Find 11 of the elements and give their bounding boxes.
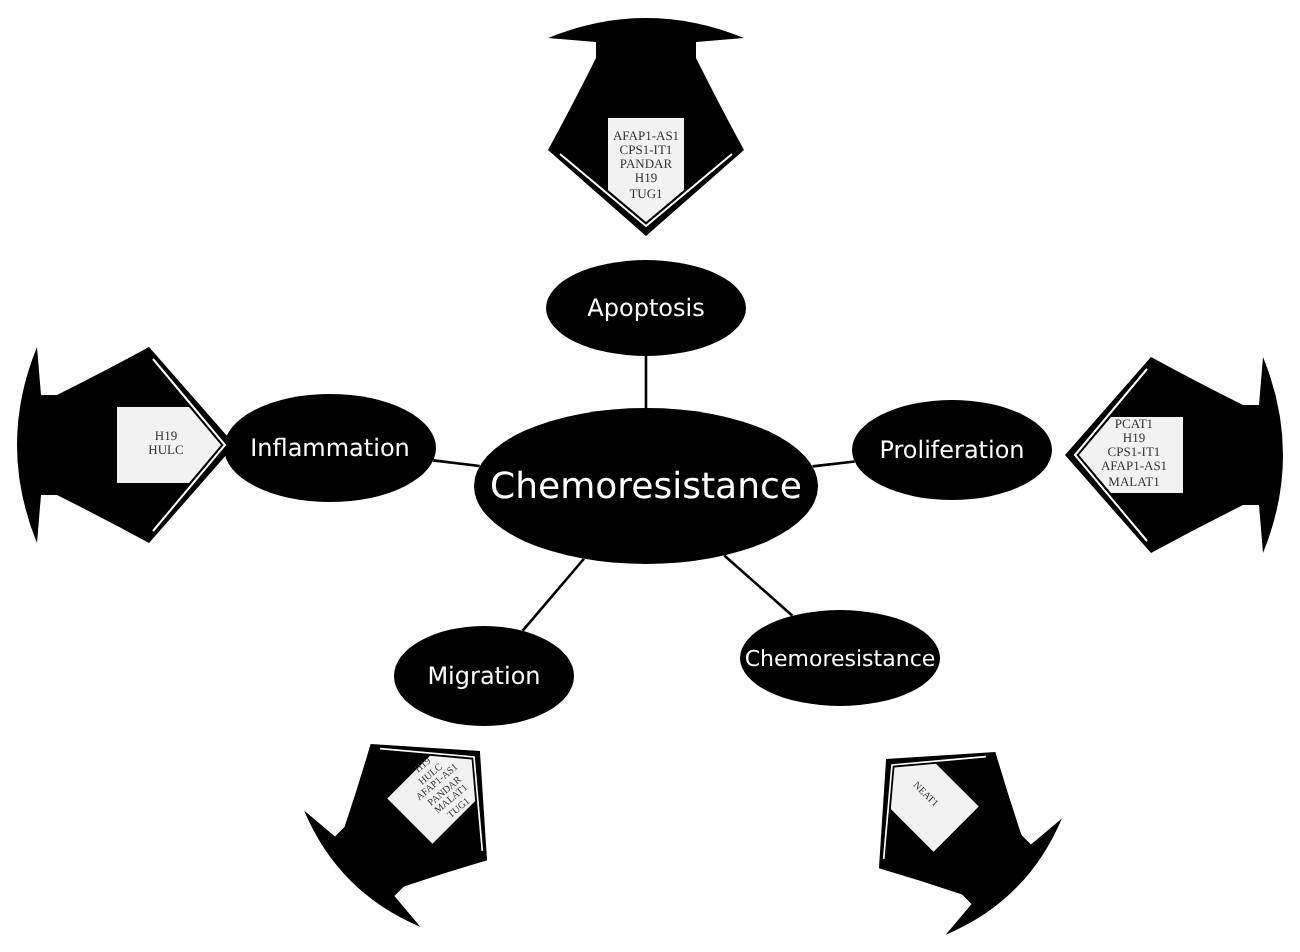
connector-line: [521, 557, 585, 632]
node-label: Migration: [427, 662, 541, 690]
node-label: Proliferation: [879, 436, 1025, 464]
node-label: Chemoresistance: [490, 465, 802, 507]
node-label: Apoptosis: [587, 294, 705, 322]
node-label: Chemoresistance: [744, 645, 936, 671]
connector-line: [644, 356, 648, 408]
connector-line: [723, 554, 794, 617]
node-label: Inflammation: [250, 434, 410, 462]
connector-line: [433, 459, 480, 468]
connector-line: [812, 460, 855, 468]
